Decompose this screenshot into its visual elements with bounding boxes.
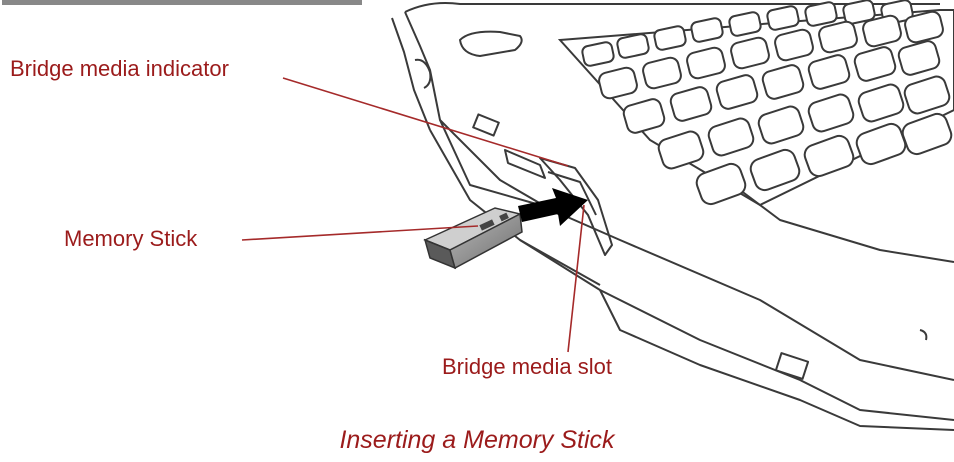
keyboard bbox=[557, 0, 954, 207]
figure-caption: Inserting a Memory Stick bbox=[339, 426, 615, 454]
leader-line-slot bbox=[567, 204, 585, 353]
leader-line-indicator bbox=[282, 77, 569, 167]
leader-line-memory-stick bbox=[241, 225, 479, 241]
label-bridge-media-slot: Bridge media slot bbox=[442, 354, 612, 379]
leader-lines bbox=[241, 77, 585, 353]
memory-stick-card bbox=[423, 207, 523, 270]
insert-arrow-icon bbox=[518, 188, 588, 226]
label-bridge-media-indicator: Bridge media indicator bbox=[10, 56, 229, 81]
cutoff-text-fragment bbox=[2, 0, 362, 5]
label-memory-stick: Memory Stick bbox=[64, 226, 198, 251]
